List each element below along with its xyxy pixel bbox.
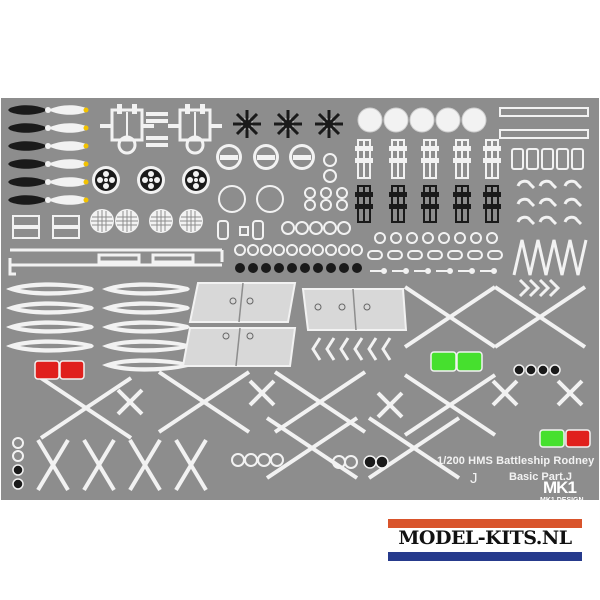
watermark: MODEL-KITS.NL — [388, 519, 582, 561]
rail-group — [8, 248, 224, 276]
large-disc-group — [357, 107, 487, 133]
dark-dot-set-right — [513, 364, 561, 376]
left-edge-dot-column — [12, 437, 24, 490]
open-circle-row — [234, 221, 363, 256]
small-ring-row — [374, 232, 498, 244]
ring-group — [218, 153, 348, 213]
brand-mark: MK1 — [543, 478, 577, 497]
green-lens-group — [430, 351, 483, 372]
watermark-blue-band — [388, 552, 582, 561]
dark-dot-row — [235, 263, 362, 273]
watermark-text: MODEL-KITS.NL — [398, 527, 572, 549]
green-red-lens-pair — [539, 429, 591, 448]
brand-subtext: MK1 DESIGN — [540, 497, 584, 504]
brand-logo: MK1 MK1 DESIGN — [540, 478, 596, 506]
gear-group — [92, 166, 210, 194]
capsule-row — [367, 250, 503, 260]
dark-dot-pair-bottom — [363, 455, 389, 469]
winch-machinery-parts — [100, 104, 222, 155]
small-plate-group — [12, 215, 80, 239]
red-lens-group — [34, 360, 85, 380]
watermark-white-band — [388, 528, 582, 554]
porthole-group — [216, 144, 315, 170]
frame-group — [499, 107, 589, 170]
bottom-x-group — [36, 438, 208, 492]
sheet-subtitle: Basic Part.J — [509, 471, 572, 483]
pin-row — [370, 268, 497, 274]
clip-group — [217, 220, 264, 240]
watermark-red-band — [388, 519, 582, 528]
open-circle-set-bottom — [231, 453, 358, 469]
part-letter: J — [470, 470, 478, 487]
zigzag-group — [512, 239, 588, 276]
sheet-title: 1/200 HMS Battleship Rodney — [437, 455, 595, 467]
mid-chevron-group — [311, 337, 392, 361]
window-panel-group — [181, 282, 408, 367]
